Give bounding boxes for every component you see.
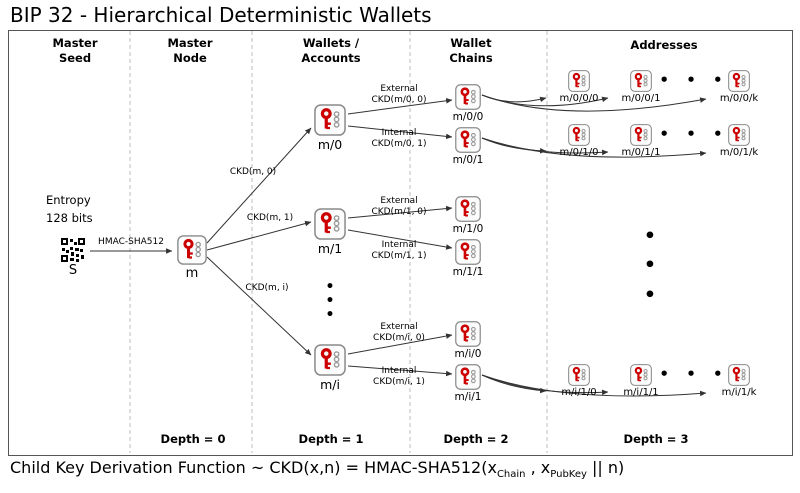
address-label-m0-0-k: m/0/0/k [719, 93, 759, 104]
chain-label-m1-0: m/1/0 [452, 223, 484, 235]
column-header-master-seed: Master Seed [52, 36, 98, 65]
key-icon-addr-m0-0-0 [568, 70, 590, 92]
column-header-addresses: Addresses [630, 38, 698, 52]
key-icon-chain-m0-1 [455, 127, 481, 153]
column-header-wallets: Wallets / Accounts [301, 36, 361, 65]
formula-middle: , x [525, 458, 551, 477]
key-icon-chain-mi-0 [455, 321, 481, 347]
addresses-row1-ellipsis: • • • [659, 71, 729, 89]
entropy-seed-qr [60, 237, 86, 263]
key-icon-chain-m1-1 [455, 239, 481, 265]
address-label-m0-1-k: m/0/1/k [719, 147, 759, 158]
wallet-label-m0: m/0 [317, 137, 343, 152]
address-label-mi-1-k: m/i/1/k [721, 387, 757, 398]
key-icon-addr-mi-1-1 [630, 364, 652, 386]
page-title: BIP 32 - Hierarchical Deterministic Wall… [10, 3, 432, 27]
ckd-label-mi: CKD(m, i) [245, 283, 289, 293]
edge-label-external-mi: External CKD(m/i, 0) [373, 322, 425, 343]
entropy-label: Entropy 128 bits [46, 193, 93, 225]
addresses-row3-ellipsis: • • • [659, 365, 729, 383]
depth-label-1: Depth = 1 [298, 432, 364, 446]
key-icon-addr-m0-0-1 [630, 70, 652, 92]
wallet-label-mi: m/i [320, 377, 340, 392]
formula-sub-pubkey: PubKey [550, 469, 587, 481]
column-header-master-node: Master Node [167, 36, 213, 65]
formula-suffix: || n) [586, 458, 625, 477]
chain-label-mi-1: m/i/1 [454, 391, 482, 403]
chain-label-mi-0: m/i/0 [454, 348, 482, 360]
address-label-m0-1-1: m/0/1/1 [621, 147, 661, 158]
edge-label-external-m0: External CKD(m/0, 0) [371, 84, 427, 105]
hmac-arrow-label: HMAC-SHA512 [98, 237, 164, 247]
key-icon-wallet-m1 [314, 208, 346, 240]
master-node-label: m [185, 266, 199, 281]
chain-label-m0-0: m/0/0 [452, 111, 484, 123]
column-header-wallet-chains: Wallet Chains [449, 36, 493, 65]
depth-label-2: Depth = 2 [443, 432, 509, 446]
wallet-label-m1: m/1 [317, 241, 343, 256]
ckd-label-m1: CKD(m, 1) [246, 213, 294, 223]
key-icon-addr-m0-0-k [728, 70, 750, 92]
chain-label-m0-1: m/0/1 [452, 154, 484, 166]
edge-label-internal-mi: Internal CKD(m/i, 1) [373, 366, 425, 387]
key-icon-addr-m0-1-1 [630, 124, 652, 146]
footer-formula: Child Key Derivation Function ~ CKD(x,n)… [10, 458, 624, 480]
key-icon-chain-m1-0 [455, 196, 481, 222]
key-icon-chain-m0-0 [455, 84, 481, 110]
ckd-label-m0: CKD(m, 0) [229, 167, 277, 177]
depth-label-0: Depth = 0 [160, 432, 226, 446]
edge-label-internal-m0: Internal CKD(m/0, 1) [371, 128, 427, 149]
edge-label-external-m1: External CKD(m/1, 0) [371, 196, 427, 217]
addresses-ellipsis: • • • [643, 225, 657, 306]
key-icon-master [177, 235, 207, 265]
key-icon-wallet-mi [314, 344, 346, 376]
address-label-m0-0-1: m/0/0/1 [621, 93, 661, 104]
formula-prefix: Child Key Derivation Function ~ CKD(x,n)… [10, 458, 497, 477]
key-icon-addr-m0-1-0 [568, 124, 590, 146]
formula-sub-chain: Chain [496, 469, 526, 481]
wallets-ellipsis: • • • [325, 279, 335, 323]
seed-label: S [68, 263, 78, 278]
diagram-frame [8, 30, 793, 456]
chain-label-m1-1: m/1/1 [452, 266, 484, 278]
address-label-mi-1-0: m/i/1/0 [561, 387, 597, 398]
address-label-mi-1-1: m/i/1/1 [623, 387, 659, 398]
key-icon-addr-m0-1-k [728, 124, 750, 146]
key-icon-addr-mi-1-0 [568, 364, 590, 386]
addresses-row2-ellipsis: • • • [659, 125, 729, 143]
depth-label-3: Depth = 3 [623, 432, 689, 446]
key-icon-addr-mi-1-k [728, 364, 750, 386]
address-label-m0-0-0: m/0/0/0 [559, 93, 599, 104]
edge-label-internal-m1: Internal CKD(m/1, 1) [371, 240, 427, 261]
address-label-m0-1-0: m/0/1/0 [559, 147, 599, 158]
key-icon-chain-mi-1 [455, 364, 481, 390]
key-icon-wallet-m0 [314, 104, 346, 136]
